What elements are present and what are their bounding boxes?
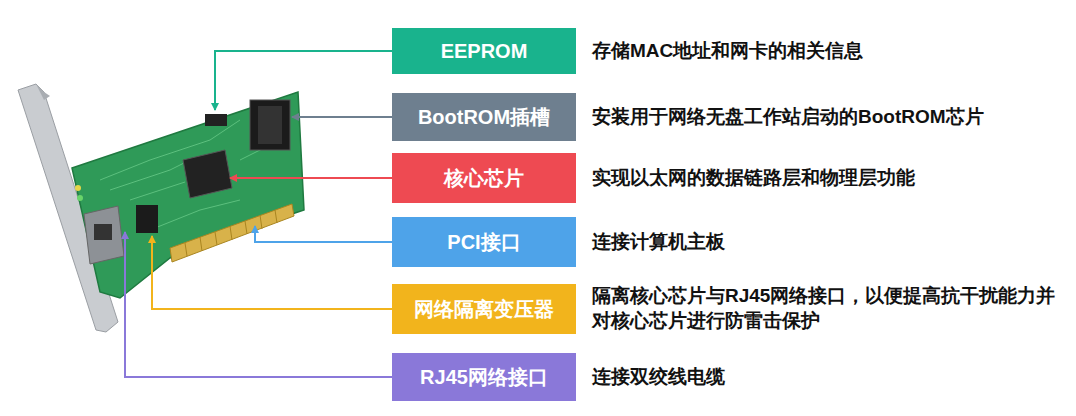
label-box: EEPROM [392, 28, 576, 74]
eeprom-chip [205, 114, 227, 126]
description-text: 安装用于网络无盘工作站启动的BootROM芯片 [592, 105, 984, 130]
label-box: 核心芯片 [392, 153, 576, 203]
transformer [136, 205, 158, 233]
description-text: 实现以太网的数据链路层和物理层功能 [592, 166, 915, 191]
label-box: 网络隔离变压器 [392, 284, 576, 334]
pci-gold-fingers [170, 204, 294, 262]
core-chip [183, 150, 232, 198]
description-text: 存储MAC地址和网卡的相关信息 [592, 39, 863, 64]
description-text: 连接双绞线电缆 [592, 365, 725, 390]
label-box: BootROM插槽 [392, 93, 576, 141]
box-label: RJ45网络接口 [420, 365, 548, 389]
finger-lines [185, 210, 277, 256]
description-row: 安装用于网络无盘工作站启动的BootROM芯片 [592, 87, 1064, 147]
bracket-tab [36, 84, 50, 100]
led [77, 195, 83, 201]
description-row: 隔离核心芯片与RJ45网络接口，以便提高抗干扰能力并对核心芯片进行防雷击保护 [592, 278, 1064, 340]
bootrom-socket [250, 100, 290, 150]
rj45-opening [94, 224, 112, 240]
label-box: RJ45网络接口 [392, 353, 576, 401]
rj45-jack [84, 206, 124, 264]
box-label: 核心芯片 [444, 166, 524, 190]
box-label: EEPROM [441, 39, 528, 63]
box-label: 网络隔离变压器 [414, 297, 554, 321]
label-box: PCI接口 [392, 217, 576, 267]
bootrom-socket-inner [258, 106, 282, 144]
box-label: BootROM插槽 [418, 105, 550, 129]
leader-line [230, 177, 392, 179]
leader-line [215, 51, 392, 110]
description-text: 隔离核心芯片与RJ45网络接口，以便提高抗干扰能力并对核心芯片进行防雷击保护 [592, 284, 1064, 333]
leader-line [255, 226, 392, 242]
pcb-board [72, 92, 304, 298]
description-row: 存储MAC地址和网卡的相关信息 [592, 22, 1064, 80]
leader-line [292, 116, 392, 118]
box-label: PCI接口 [447, 230, 520, 254]
description-row: 连接双绞线电缆 [592, 347, 1064, 407]
description-row: 连接计算机主板 [592, 211, 1064, 273]
led [75, 185, 81, 191]
description-row: 实现以太网的数据链路层和物理层功能 [592, 147, 1064, 209]
leader-line [152, 236, 392, 309]
description-text: 连接计算机主板 [592, 230, 725, 255]
leader-line [125, 232, 392, 377]
